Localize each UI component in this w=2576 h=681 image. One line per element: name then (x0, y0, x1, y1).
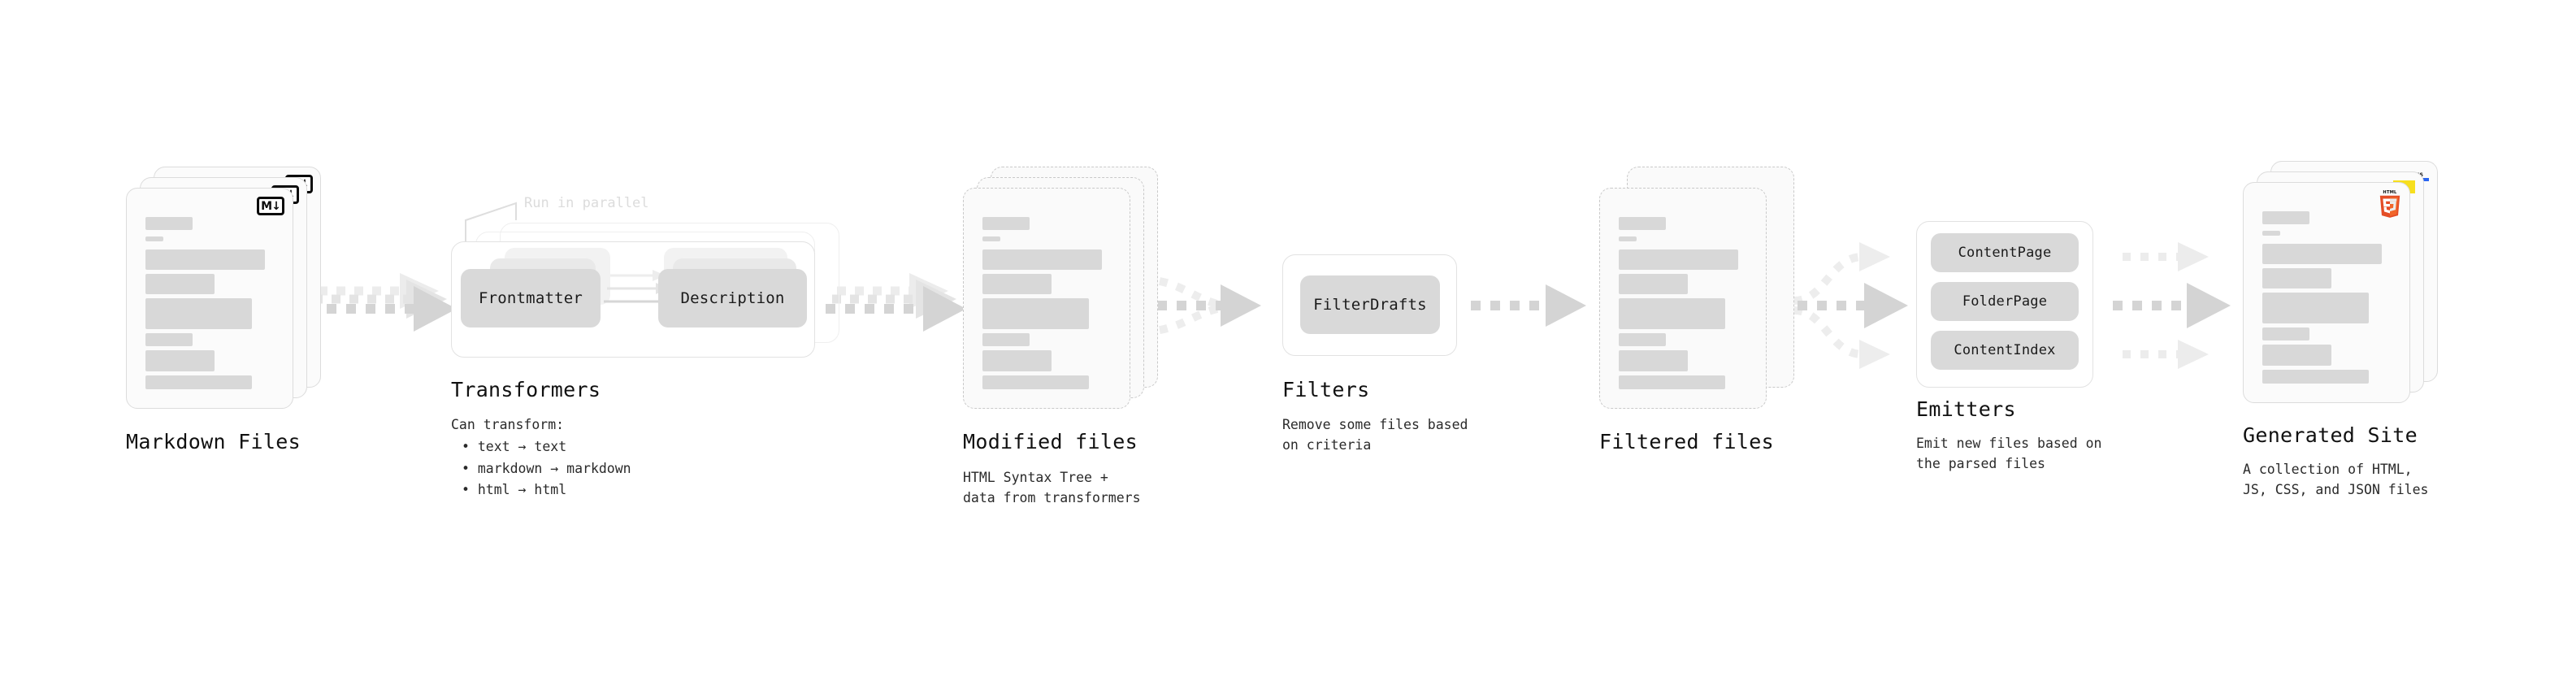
skeleton-bar (982, 333, 1030, 346)
html5-icon: HTML (2379, 190, 2400, 218)
skeleton-bar (145, 333, 193, 346)
emitters-description: Emit new files based on the parsed files (1916, 436, 2102, 472)
skeleton-bar (1619, 274, 1688, 294)
skeleton-bar (2262, 231, 2280, 236)
filter-pill-filterdrafts[interactable]: FilterDrafts (1300, 275, 1440, 334)
emitter-pill-contentindex[interactable]: ContentIndex (1931, 331, 2079, 370)
skeleton-bar (982, 236, 1000, 241)
skeleton-bar (1619, 217, 1666, 230)
bullet-markdown-to-markdown: • markdown → markdown (462, 460, 631, 476)
arrow-filters-to-filtered (1471, 284, 1586, 327)
filters-description: Remove some files based on criteria (1282, 417, 1468, 453)
skeleton-bar (1619, 298, 1725, 329)
modified-file-card-front (963, 188, 1130, 409)
svg-text:HTML: HTML (2383, 190, 2397, 195)
run-in-parallel-label: Run in parallel (524, 195, 649, 211)
markdown-badge-front: M↓ (257, 197, 284, 215)
skeleton-bar (982, 375, 1089, 389)
skeleton-bar (2262, 244, 2382, 264)
generated-site-description: A collection of HTML, JS, CSS, and JSON … (2243, 462, 2429, 498)
run-in-parallel-bracket (465, 202, 517, 248)
skeleton-bar (2262, 327, 2309, 340)
skeleton-bar (982, 350, 1052, 371)
bullet-text-to-text: • text → text (462, 439, 567, 454)
stage-title-markdown-files: Markdown Files (126, 430, 301, 453)
filtered-file-card-front (1599, 188, 1767, 409)
transformers-bullet-list: • text → text • markdown → markdown • ht… (462, 436, 631, 501)
skeleton-bar (2262, 211, 2309, 224)
emitters-group: ContentPage FolderPage ContentIndex (1916, 221, 2093, 388)
bullet-html-to-html: • html → html (462, 482, 567, 498)
skeleton-bar (2262, 268, 2331, 288)
skeleton-bar (982, 274, 1052, 294)
skeleton-bar (145, 274, 215, 294)
skeleton-bar (2262, 293, 2369, 323)
skeleton-bar (1619, 333, 1666, 346)
arrow-markdown-to-transformers (307, 273, 457, 332)
stage-title-generated-site: Generated Site (2243, 423, 2418, 447)
arrow-filtered-to-emitters (1778, 242, 1908, 369)
skeleton-bar (145, 249, 265, 270)
transformers-group: Run in parallel Frontmatter Description (443, 195, 849, 382)
skeleton-bar (1619, 249, 1738, 270)
skeleton-bar (145, 375, 252, 389)
transformer-pill-frontmatter[interactable]: Frontmatter (461, 269, 601, 327)
skeleton-bar (2262, 345, 2331, 366)
skeleton-bar (145, 236, 163, 241)
markdown-file-card-front: M↓ (126, 188, 293, 409)
modified-files-description: HTML Syntax Tree + data from transformer… (963, 470, 1141, 506)
stage-title-modified-files: Modified files (963, 430, 1138, 453)
skeleton-bar (145, 350, 215, 371)
transformer-pill-description[interactable]: Description (658, 269, 807, 327)
generated-file-card-html: HTML (2243, 182, 2410, 403)
skeleton-bar (982, 249, 1102, 270)
emitter-pill-contentpage[interactable]: ContentPage (1931, 233, 2079, 272)
stage-title-filtered-files: Filtered files (1599, 430, 1774, 453)
stage-title-transformers: Transformers (451, 378, 601, 401)
filters-group: FilterDrafts (1282, 254, 1457, 356)
skeleton-bar (2262, 370, 2369, 384)
skeleton-bar (145, 298, 252, 329)
skeleton-bar (1619, 375, 1725, 389)
skeleton-bar (145, 217, 193, 230)
skeleton-bar (1619, 350, 1688, 371)
stage-title-emitters: Emitters (1916, 397, 2016, 421)
skeleton-bar (982, 298, 1089, 329)
transformers-description-heading: Can transform: (451, 417, 565, 432)
stage-title-filters: Filters (1282, 378, 1370, 401)
skeleton-bar (1619, 236, 1637, 241)
arrow-emitters-to-site (2113, 242, 2231, 369)
skeleton-bar (982, 217, 1030, 230)
emitter-pill-folderpage[interactable]: FolderPage (1931, 282, 2079, 321)
